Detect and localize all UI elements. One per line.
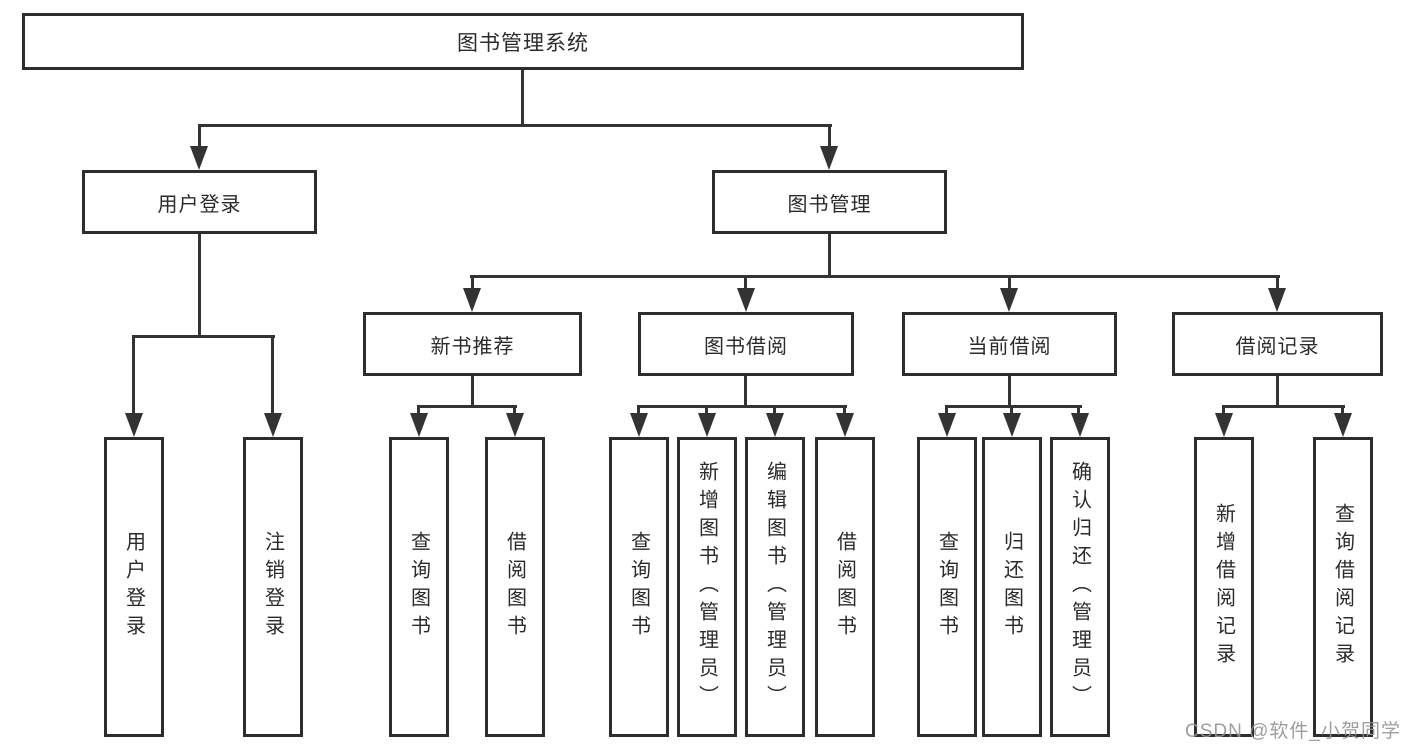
arrow-down-icon — [698, 413, 716, 437]
node-label: 编辑图书（管理员） — [763, 461, 786, 713]
node-book-borrowing: 图书借阅 — [638, 312, 854, 376]
node-label: 新书推荐 — [430, 335, 515, 358]
node-label: 查询借阅记录 — [1331, 503, 1354, 671]
node-label: 新增图书（管理员） — [695, 461, 718, 713]
connector-line — [198, 234, 201, 338]
connector-line — [132, 335, 275, 338]
node-label: 图书借阅 — [704, 335, 788, 358]
node-return-books: 归还图书 — [982, 437, 1042, 737]
node-borrow-books-recommend: 借阅图书 — [485, 437, 545, 737]
arrow-down-icon — [737, 288, 755, 312]
arrow-down-icon — [125, 413, 143, 437]
node-current-borrowing: 当前借阅 — [902, 312, 1117, 376]
arrow-down-icon — [938, 413, 956, 437]
arrow-down-icon — [1071, 413, 1089, 437]
node-query-books-borrow: 查询图书 — [609, 437, 669, 737]
connector-line — [705, 408, 708, 415]
node-label: 查询图书 — [935, 531, 958, 643]
arrow-down-icon — [506, 413, 524, 437]
connector-line — [513, 408, 516, 415]
connector-line — [521, 70, 524, 127]
connector-line — [744, 278, 747, 292]
arrow-down-icon — [1334, 413, 1352, 437]
connector-line — [843, 408, 846, 415]
node-label: 用户登录 — [122, 531, 145, 643]
connector-line — [1222, 405, 1345, 408]
connector-line — [132, 338, 135, 414]
connector-line — [1341, 408, 1344, 415]
connector-line — [471, 278, 474, 292]
arrow-down-icon — [820, 146, 838, 170]
node-label: 查询图书 — [627, 531, 650, 643]
connector-line — [417, 405, 517, 408]
node-query-books-recommend: 查询图书 — [389, 437, 449, 737]
node-label: 用户登录 — [157, 193, 242, 216]
connector-line — [637, 405, 847, 408]
arrow-down-icon — [1268, 288, 1286, 312]
connector-line — [470, 275, 1280, 278]
node-library-management-system: 图书管理系统 — [22, 13, 1024, 70]
node-user-login: 用户登录 — [104, 437, 164, 737]
arrow-down-icon — [1000, 288, 1018, 312]
watermark-text: CSDN @软件_小贺同学 — [1185, 721, 1401, 742]
node-add-borrow-record: 新增借阅记录 — [1194, 437, 1254, 737]
connector-line — [828, 127, 831, 146]
node-label: 注销登录 — [261, 531, 284, 643]
arrow-down-icon — [264, 413, 282, 437]
node-label: 归还图书 — [1000, 531, 1023, 643]
arrow-down-icon — [190, 146, 208, 170]
arrow-down-icon — [463, 288, 481, 312]
node-borrow-books-borrow: 借阅图书 — [815, 437, 875, 737]
node-new-book-recommendation: 新书推荐 — [363, 312, 582, 376]
connector-line — [1010, 408, 1013, 415]
arrow-down-icon — [1215, 413, 1233, 437]
node-add-book-admin: 新增图书（管理员） — [677, 437, 737, 737]
arrow-down-icon — [1003, 413, 1021, 437]
node-label: 新增借阅记录 — [1212, 503, 1235, 671]
node-borrowing-records: 借阅记录 — [1172, 312, 1383, 376]
connector-line — [637, 408, 640, 415]
node-query-books-current: 查询图书 — [917, 437, 977, 737]
node-logout: 注销登录 — [243, 437, 303, 737]
connector-line — [1008, 376, 1011, 408]
node-book-management: 图书管理 — [712, 170, 947, 234]
node-edit-book-admin: 编辑图书（管理员） — [745, 437, 805, 737]
node-confirm-return-admin: 确认归还（管理员） — [1050, 437, 1110, 737]
node-label: 图书管理系统 — [457, 31, 589, 55]
node-query-borrow-record: 查询借阅记录 — [1313, 437, 1373, 737]
connector-line — [1276, 376, 1279, 408]
arrow-down-icon — [630, 413, 648, 437]
arrow-down-icon — [766, 413, 784, 437]
connector-line — [1077, 408, 1080, 415]
arrow-down-icon — [410, 413, 428, 437]
node-label: 确认归还（管理员） — [1068, 461, 1091, 713]
connector-line — [198, 124, 832, 127]
connector-line — [1222, 408, 1225, 415]
connector-line — [945, 408, 948, 415]
node-label: 图书管理 — [787, 193, 872, 216]
node-label: 借阅记录 — [1235, 335, 1320, 358]
connector-line — [471, 376, 474, 408]
node-label: 借阅图书 — [833, 531, 856, 643]
node-label: 查询图书 — [407, 531, 430, 643]
connector-line — [271, 338, 274, 414]
connector-line — [417, 408, 420, 415]
connector-line — [198, 127, 201, 146]
connector-line — [1008, 278, 1011, 292]
connector-line — [744, 376, 747, 408]
connector-line — [773, 408, 776, 415]
node-label: 借阅图书 — [503, 531, 526, 643]
connector-line — [828, 234, 831, 278]
connector-line — [945, 405, 1082, 408]
arrow-down-icon — [836, 413, 854, 437]
connector-line — [1276, 278, 1279, 292]
node-label: 当前借阅 — [967, 335, 1052, 358]
node-user-login-group: 用户登录 — [82, 170, 317, 234]
